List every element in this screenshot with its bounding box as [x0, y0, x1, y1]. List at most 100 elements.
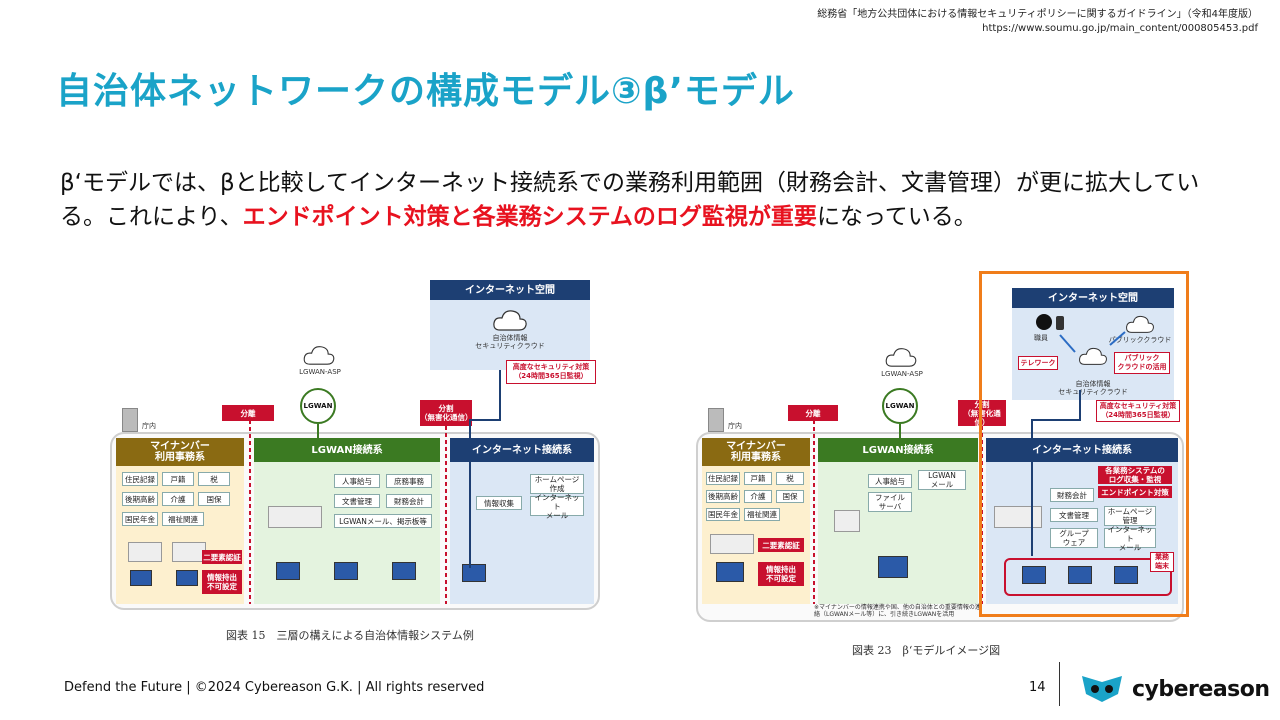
pc-icon	[130, 570, 152, 586]
footer-divider	[1059, 662, 1060, 706]
item-kokuho: 国保	[198, 492, 230, 506]
page-title: 自治体ネットワークの構成モデル③β’モデル	[56, 71, 795, 112]
business-terminal-tag: 業務 端末	[1150, 552, 1174, 572]
server-icon	[128, 542, 162, 562]
mynumber-header: マイナンバー 利用事務系	[116, 438, 244, 466]
pc-icon	[392, 562, 416, 580]
security-cloud-icon	[1079, 347, 1107, 365]
lgwan-panel: LGWAN接続系 人事給与 庶務事務 文書管理 財務会計 LGWANメール、掲示…	[254, 438, 440, 604]
item-kaigo: 介護	[744, 490, 772, 503]
staff-label: 職員	[1034, 334, 1048, 342]
separation-tag: 分離	[788, 405, 838, 421]
source-title: 総務省「地方公共団体における情報セキュリティポリシーに関するガイドライン」（令和…	[817, 9, 1258, 20]
cybereason-logo-text: cybereason	[1132, 677, 1270, 702]
no-takeout-setting: 情報持出 不可設定	[758, 562, 804, 586]
two-factor-auth: 二要素認証	[202, 550, 242, 564]
body-paragraph: β‘モデルでは、βと比較してインターネット接続系での業務利用範囲（財務会計、文書…	[60, 166, 1230, 234]
item-jinji: 人事給与	[868, 474, 912, 488]
item-fukushi: 福祉関連	[162, 512, 204, 526]
server-icon	[994, 506, 1042, 528]
cloud-icon	[493, 310, 527, 331]
item-bunsho: 文書管理	[1050, 508, 1098, 522]
cybereason-logo-icon	[1082, 676, 1122, 702]
internet-space-header: インターネット空間	[430, 280, 590, 300]
building-icon	[122, 408, 138, 432]
source-citation: 総務省「地方公共団体における情報セキュリティポリシーに関するガイドライン」（令和…	[817, 8, 1258, 36]
source-url[interactable]: https://www.soumu.go.jp/main_content/000…	[982, 23, 1258, 34]
focus-frame	[979, 271, 1189, 617]
division-tag: 分割 （無害化通信）	[958, 400, 1006, 427]
pc-icon	[1022, 566, 1046, 584]
building-icon	[708, 408, 724, 432]
pc-icon	[716, 562, 744, 582]
pc-icon	[1068, 566, 1092, 584]
pc-icon	[1114, 566, 1138, 584]
server-icon	[268, 506, 322, 528]
pc-icon	[276, 562, 300, 580]
item-lgwan-mail: LGWAN メール	[918, 470, 966, 490]
item-internet-mail: インターネット メール	[530, 493, 584, 520]
public-cloud-use-tag: パブリック クラウドの活用	[1114, 352, 1170, 374]
item-fukushi: 福祉関連	[744, 508, 780, 521]
item-zaimu: 財務会計	[1050, 488, 1094, 502]
security-measure-note: 高度なセキュリティ対策 （24時間365日監視）	[1096, 400, 1180, 422]
public-cloud-label: パブリッククラウド	[1108, 336, 1172, 344]
telework-tag: テレワーク	[1018, 356, 1058, 370]
two-factor-auth: 二要素認証	[758, 538, 804, 552]
item-kouki: 後期高齢	[706, 490, 740, 503]
body-text-after: になっている。	[816, 204, 977, 230]
phone-icon	[1056, 316, 1064, 330]
division-tag: 分割 （無害化通信）	[420, 400, 473, 426]
item-kouki: 後期高齢	[122, 492, 158, 506]
lgwan-note: ※マイナンバーの情報連携や国、他の自治体との重要情報の連絡（LGWANメール等）…	[814, 604, 981, 618]
item-lgwan-mail: LGWANメール、掲示板等	[334, 514, 432, 528]
pc-icon	[462, 564, 486, 582]
item-jinji: 人事給与	[334, 474, 380, 488]
item-homepage: ホームページ 作成	[530, 474, 584, 494]
mynumber-panel: マイナンバー 利用事務系 住民記録 戸籍 税 後期高齢 介護 国保 国民年金 福…	[116, 438, 244, 604]
internet-space-header: インターネット空間	[1012, 288, 1174, 308]
internet-space-panel: インターネット空間 職員 パブリッククラウド 自治体情報 セキュリティクラウド	[1012, 288, 1174, 400]
security-measure-note: 高度なセキュリティ対策 （24時間365日監視）	[506, 360, 596, 384]
body-highlight: エンドポイント対策と各業務システムのログ監視が重要	[242, 204, 817, 230]
item-koseki: 戸籍	[744, 472, 772, 485]
item-koseki: 戸籍	[162, 472, 194, 486]
item-kaigo: 介護	[162, 492, 194, 506]
lgwan-asp-cloud-icon	[885, 348, 917, 367]
mynumber-header: マイナンバー 利用事務系	[702, 438, 810, 466]
mynumber-panel: マイナンバー 利用事務系 住民記録 戸籍 税 後期高齢 介護 国保 国民年金 福…	[702, 438, 810, 604]
internet-space-panel: インターネット空間 自治体情報 セキュリティクラウド	[430, 280, 590, 370]
body-text-before: β‘モデルでは、βと比較してインターネット接続系での業務利用範囲（財務会計、文書…	[60, 170, 1200, 230]
internet-panel: インターネット接続系 ホームページ 作成 情報収集 インターネット メール	[450, 438, 594, 604]
item-shomu: 庶務事務	[386, 474, 432, 488]
item-groupware: グループ ウェア	[1050, 528, 1098, 548]
endpoint-protection-tag: エンドポイント対策	[1098, 486, 1172, 498]
lgwan-header: LGWAN接続系	[254, 438, 440, 462]
staff-icon	[1036, 314, 1052, 330]
item-juminkiroku: 住民記録	[706, 472, 740, 485]
lgwan-node: LGWAN	[882, 388, 918, 424]
internet-header: インターネット接続系	[450, 438, 594, 462]
server-icon	[710, 534, 754, 554]
pc-icon	[176, 570, 198, 586]
item-info-collect: 情報収集	[476, 496, 522, 510]
item-internet-mail: インターネット メール	[1104, 525, 1156, 552]
pc-icon	[334, 562, 358, 580]
endpoint-group	[1004, 558, 1172, 596]
footer-copyright: Defend the Future | ©2024 Cybereason G.K…	[64, 680, 485, 695]
separation-tag: 分離	[222, 405, 274, 421]
lgwan-node: LGWAN	[300, 388, 336, 424]
item-kokuho: 国保	[776, 490, 804, 503]
item-zei: 税	[776, 472, 804, 485]
log-monitoring-tag: 各業務システムの ログ収集・監視	[1098, 466, 1172, 484]
lgwan-asp-cloud-icon	[303, 346, 335, 365]
lgwan-header: LGWAN接続系	[818, 438, 978, 462]
item-bunsho: 文書管理	[334, 494, 380, 508]
item-juminkiroku: 住民記録	[122, 472, 158, 486]
office-label: 庁内	[142, 422, 156, 430]
item-nenkin: 国民年金	[122, 512, 158, 526]
internet-panel: インターネット接続系 各業務システムの ログ収集・監視 エンドポイント対策 財務…	[986, 438, 1178, 604]
figure2-caption: 図表 23 β‘モデルイメージ図	[852, 644, 1001, 657]
pc-icon	[878, 556, 908, 578]
